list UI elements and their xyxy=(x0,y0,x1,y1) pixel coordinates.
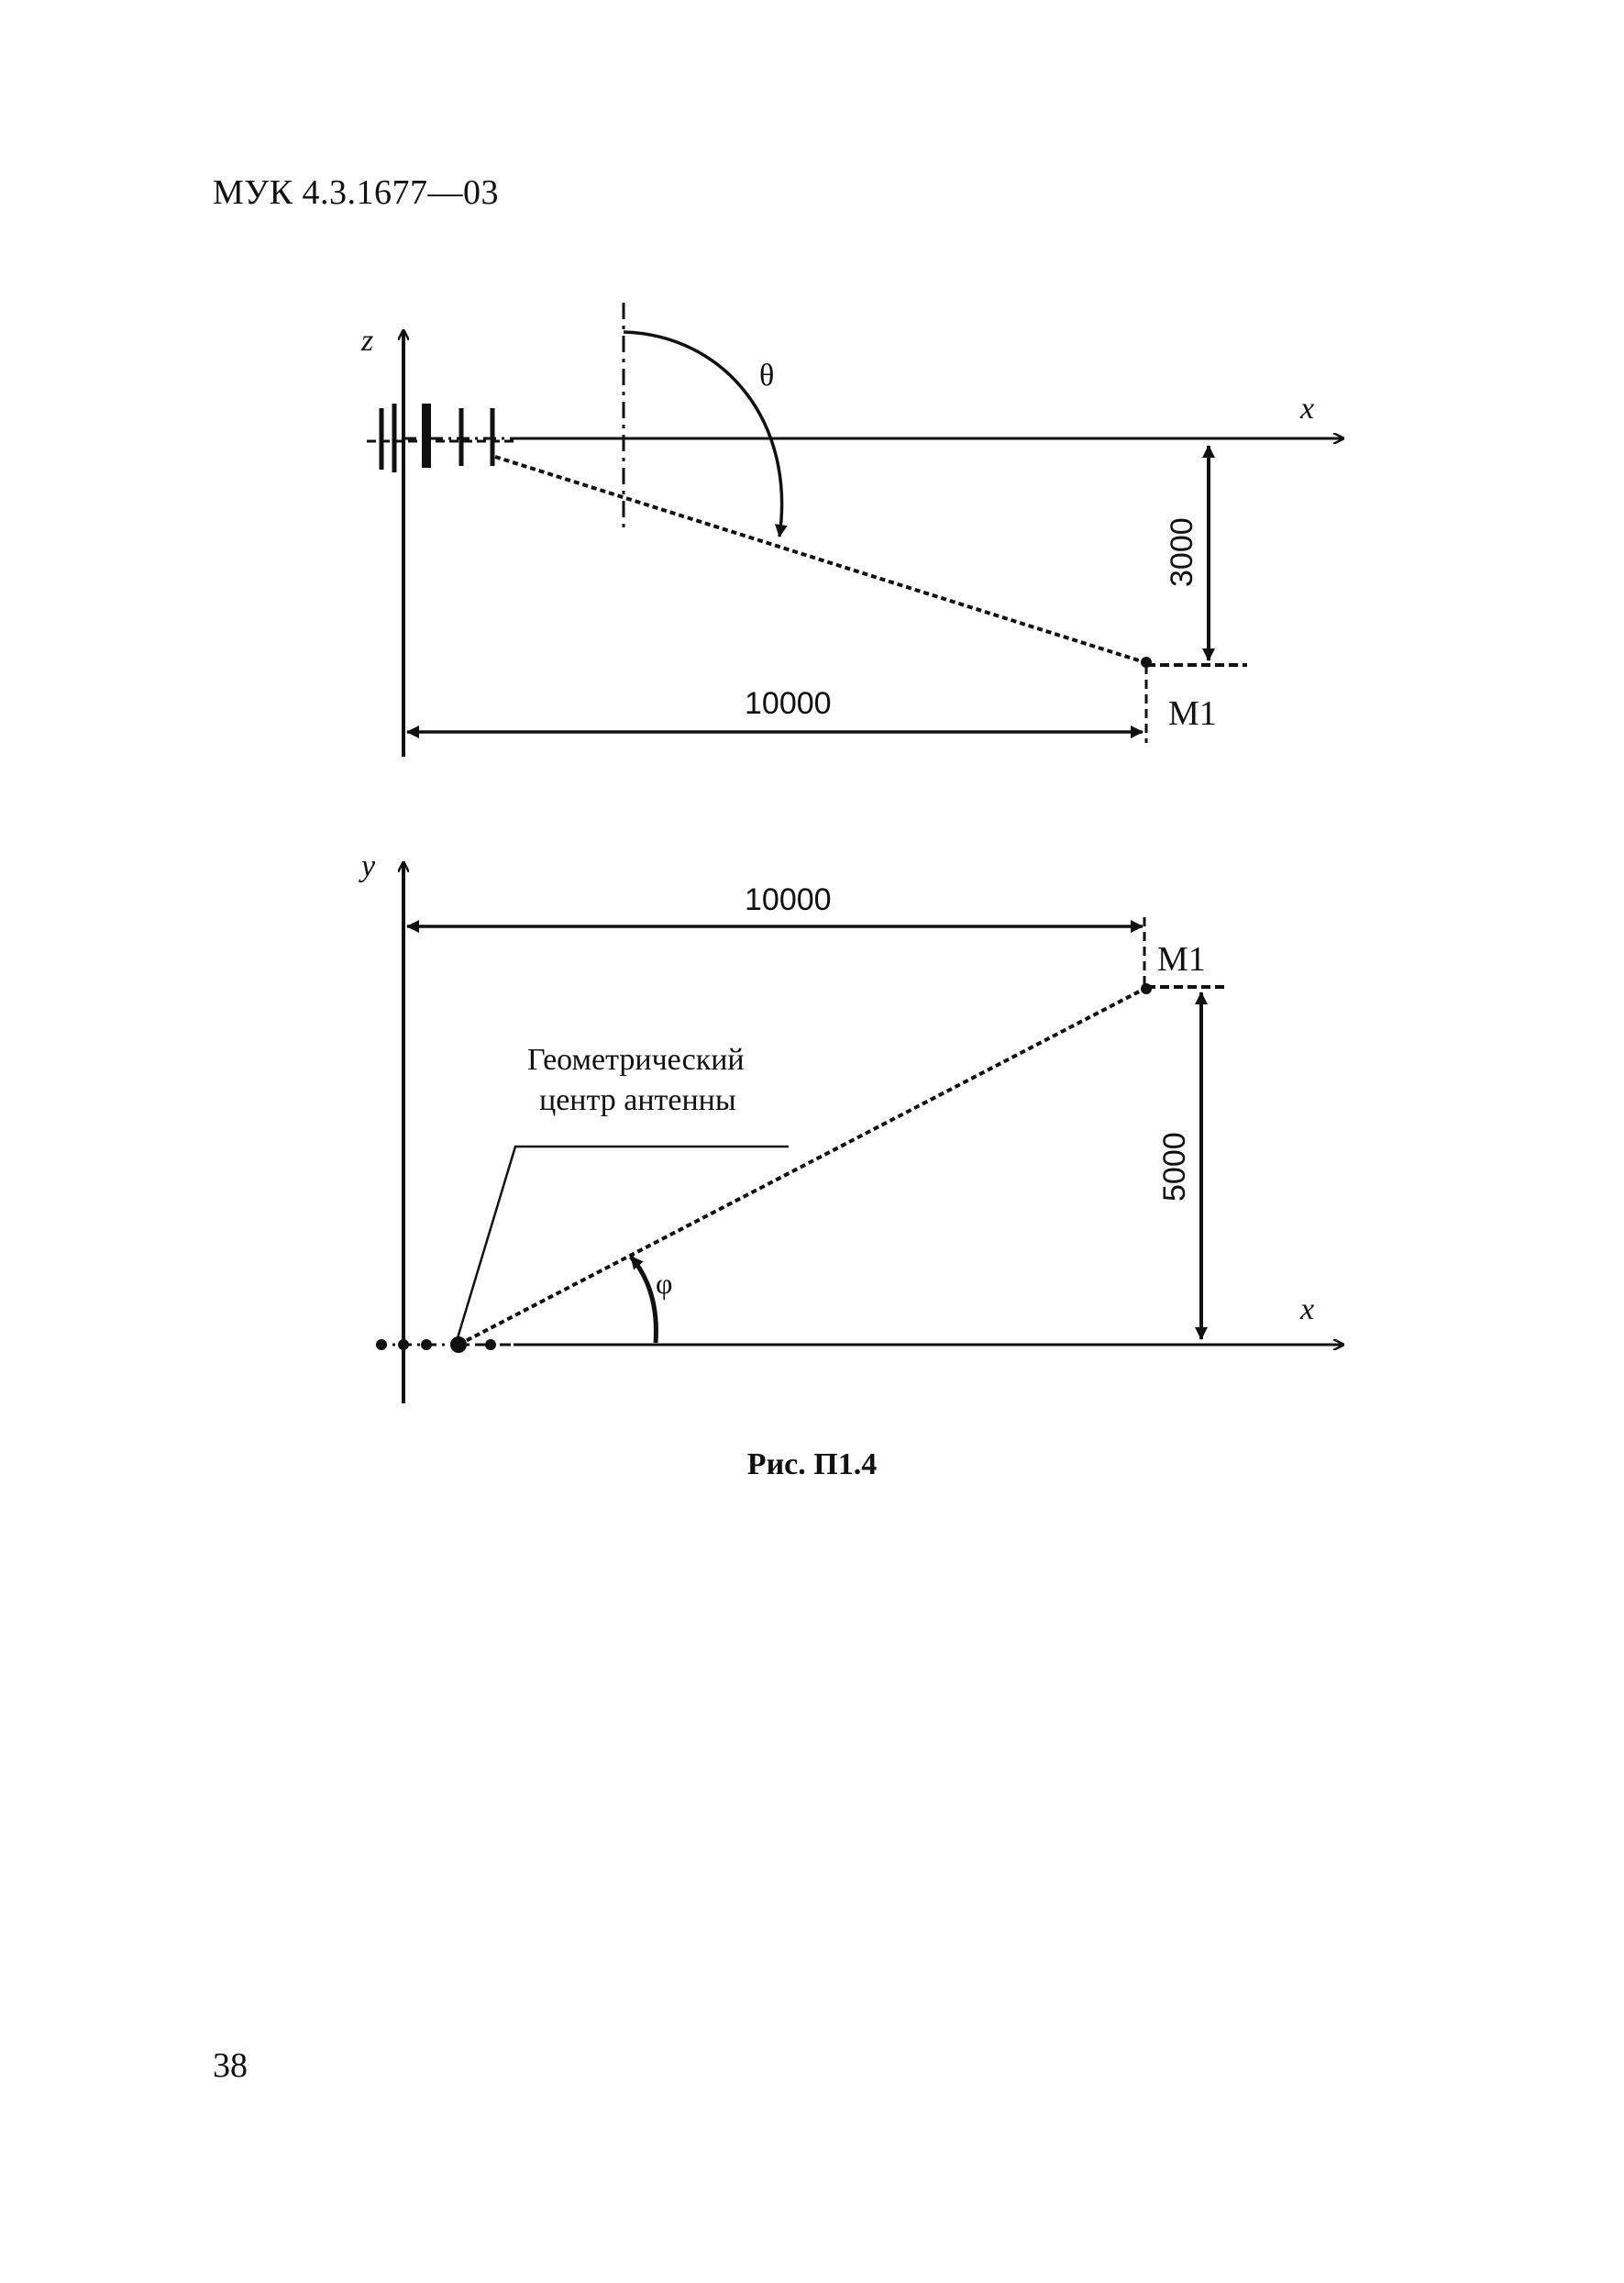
distance-dimension-bottom: 10000 xyxy=(745,882,832,917)
antenna-center-label-line1: Геометрический xyxy=(527,1043,745,1077)
antenna-center-label-line2: центр антенны xyxy=(539,1083,736,1117)
x-axis-label-bottom: x xyxy=(1299,1292,1314,1326)
theta-arc xyxy=(623,330,788,538)
antenna-array-top xyxy=(367,404,514,472)
phi-arc xyxy=(629,1255,658,1344)
m1-label-bottom: M1 xyxy=(1157,940,1206,979)
bottom-diagram: y x M1 10000 5000 φ Геометрический xyxy=(359,849,1343,1403)
antenna-array-bottom xyxy=(376,1336,496,1353)
antenna-center-leader xyxy=(455,1145,789,1342)
height-dimension-top: 3000 xyxy=(1165,517,1199,587)
z-axis-label: z xyxy=(360,324,373,358)
page-number: 38 xyxy=(213,2046,248,2085)
m1-label-top: M1 xyxy=(1168,694,1217,733)
figure-caption: Рис. П1.4 xyxy=(746,1447,878,1481)
sightline-to-m1-bottom xyxy=(458,987,1145,1347)
sightline-to-m1-top xyxy=(494,455,1145,664)
document-header: МУК 4.3.1677—03 xyxy=(213,173,500,212)
theta-symbol: θ xyxy=(759,359,774,393)
top-diagram: z x θ M1 3000 10000 xyxy=(360,303,1343,757)
distance-dimension-top: 10000 xyxy=(745,686,832,721)
height-dimension-bottom: 5000 xyxy=(1157,1132,1192,1202)
phi-symbol: φ xyxy=(656,1267,672,1300)
x-axis-label-top: x xyxy=(1299,392,1314,426)
y-axis-label: y xyxy=(359,849,376,883)
